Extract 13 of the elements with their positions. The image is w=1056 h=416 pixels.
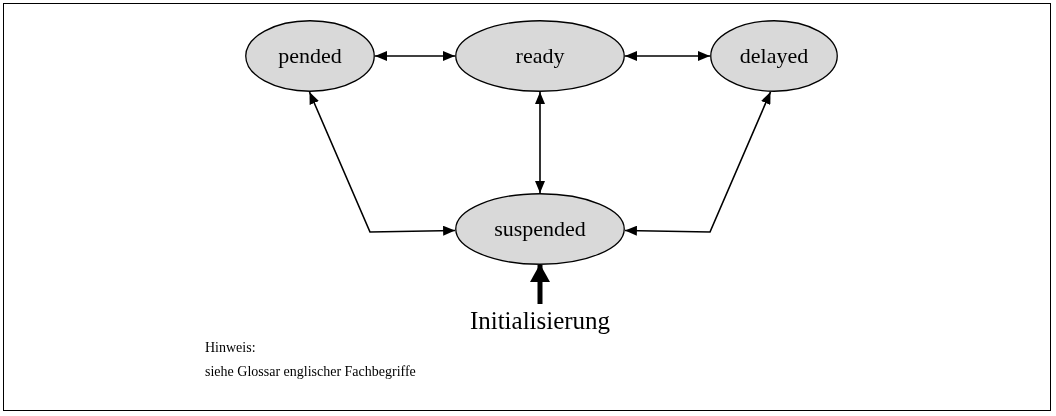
arrow <box>374 51 456 61</box>
state-label: delayed <box>739 43 809 69</box>
arrow <box>308 91 456 236</box>
arrow <box>624 91 772 236</box>
note-text: Hinweis: <box>205 340 256 356</box>
start-label: Initialisierung <box>469 307 611 335</box>
arrow <box>624 51 711 61</box>
state-label: suspended <box>494 216 586 242</box>
note-text: siehe Glossar englischer Fachbegriffe <box>205 364 416 380</box>
arrow <box>535 91 545 194</box>
state-label: pended <box>278 43 342 69</box>
state-label: ready <box>515 43 565 69</box>
arrow <box>530 264 550 304</box>
